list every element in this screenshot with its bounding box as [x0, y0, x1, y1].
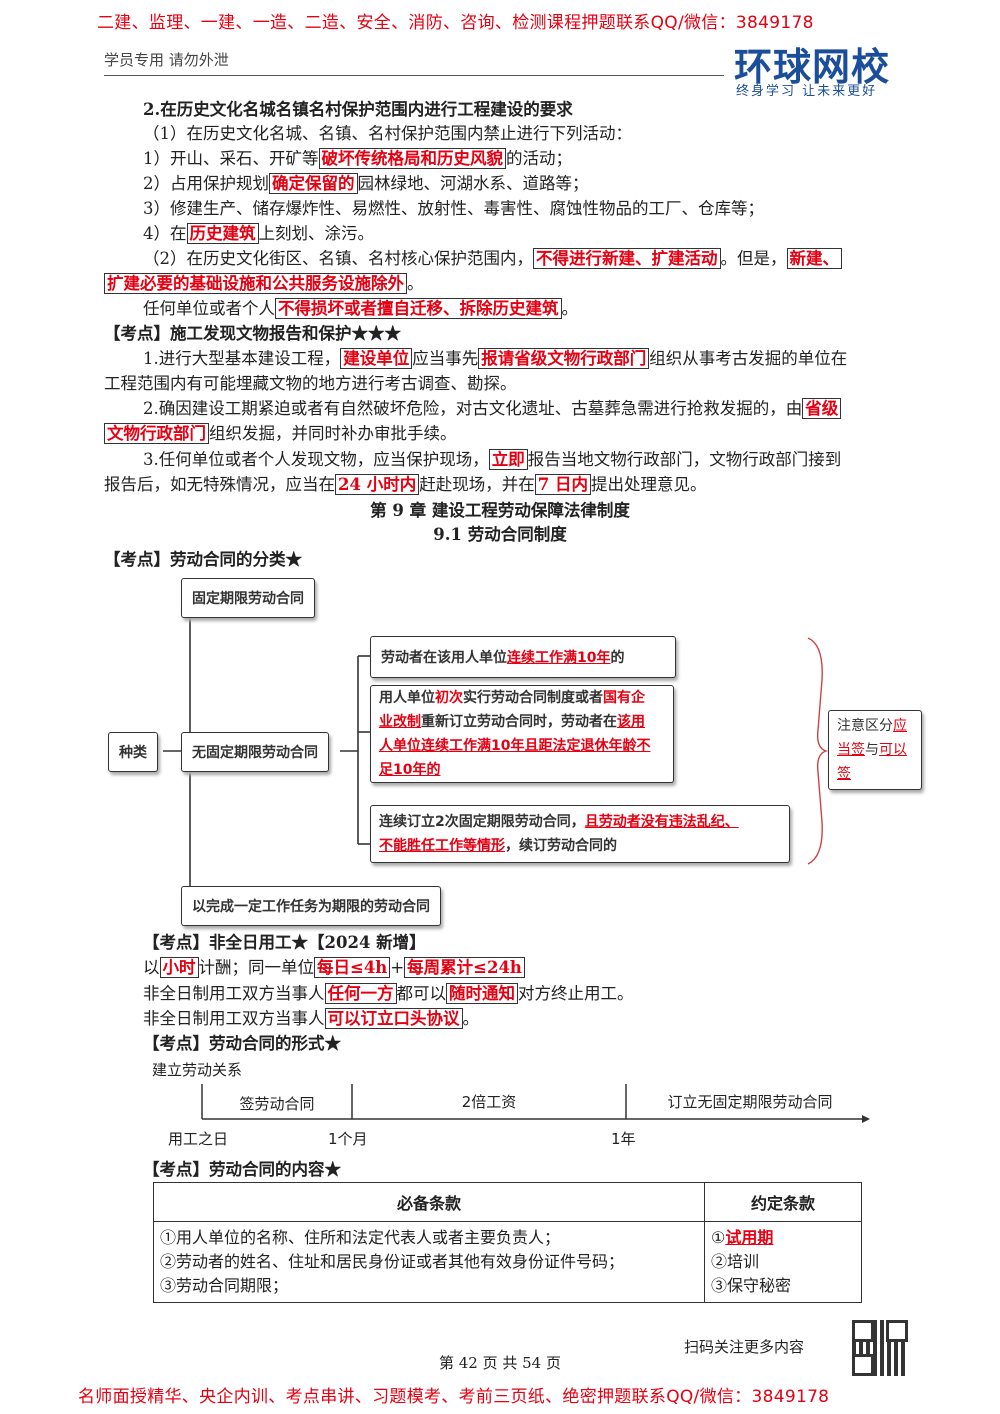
contract-content-table: 必备条款 约定条款 ①用人单位的名称、住所和法定代表人或者主要负责人； ②劳动者…: [153, 1182, 862, 1303]
parttime-l2: 非全日制用工双方当事人任何一方都可以随时通知对方终止用工。: [143, 983, 634, 1004]
mandatory-cell: ①用人单位的名称、住所和法定代表人或者主要负责人； ②劳动者的姓名、住址和居民身…: [153, 1221, 705, 1303]
timeline-seg-sign: 签劳动合同: [239, 1095, 315, 1113]
node-open-ended: 无固定期限劳动合同: [181, 732, 329, 772]
logo-wordmark: 环球网校: [734, 45, 891, 89]
section2-item3: 3）修建生产、储存爆炸性、易燃性、放射性、毒害性、腐蚀性物品的工厂、仓库等；: [143, 199, 764, 218]
timeline-tick-start: 用工之日: [168, 1130, 229, 1148]
node-root: 种类: [108, 732, 158, 772]
chapter-title: 第 9 章 建设工程劳动保障法律制度: [370, 501, 630, 520]
node-task-based: 以完成一定工作任务为期限的劳动合同: [181, 886, 441, 926]
section2-p1: （1）在历史文化名城、名镇、名村保护范围内禁止进行下列活动：: [143, 124, 632, 143]
relics-r1-cont: 工程范围内有可能埋藏文物的地方进行考古调查、勘探。: [104, 374, 517, 393]
node-condition-3: 连续订立2次固定期限劳动合同，且劳动者没有违法乱纪、不能胜任工作等情形，续订劳动…: [370, 805, 790, 863]
logo-slogan: 终身学习 让未来更好: [736, 84, 878, 99]
header-rule: [104, 75, 724, 76]
classification-heading: 【考点】劳动合同的分类★: [104, 550, 302, 569]
optional-3: ③保守秘密: [711, 1276, 792, 1295]
confidential-note: 学员专用 请勿外泄: [104, 51, 229, 69]
timeline-seg-double-wage: 2倍工资: [461, 1093, 517, 1111]
relics-r3: 3.任何单位或者个人发现文物，应当保护现场，立即报告当地文物行政部门，文物行政部…: [143, 449, 842, 470]
node-condition-2: 用人单位初次实行劳动合同制度或者国有企业改制重新订立劳动合同时，劳动者在该用人单…: [370, 685, 674, 783]
mandatory-3: ③劳动合同期限；: [160, 1276, 289, 1295]
section2-item4: 4）在历史建筑上刻划、涂污。: [143, 223, 374, 244]
section2-p2-cont: 扩建必要的基础设施和公共服务设施除外。: [104, 272, 424, 296]
node-fixed-term: 固定期限劳动合同: [181, 578, 315, 618]
mandatory-2: ②劳动者的姓名、住址和居民身份证或者其他有效身份证件号码；: [160, 1252, 625, 1271]
scan-hint: 扫码关注更多内容: [684, 1338, 805, 1356]
section2-p2: （2）在历史文化街区、名镇、名村核心保护范围内，不得进行新建、扩建活动。但是，新…: [143, 247, 842, 271]
timeline-seg-open-ended: 订立无固定期限劳动合同: [667, 1093, 833, 1111]
timeline-tick-1year: 1年: [611, 1130, 636, 1148]
timeline-start-label: 建立劳动关系: [152, 1061, 243, 1079]
section2-p3: 任何单位或者个人不得损坏或者擅自迁移、拆除历史建筑。: [143, 298, 578, 319]
parttime-heading: 【考点】非全日用工★【2024 新增】: [143, 933, 426, 952]
parttime-l3: 非全日制用工双方当事人可以订立口头协议。: [143, 1008, 479, 1029]
qr-code-icon[interactable]: [852, 1320, 908, 1376]
chapter-subtitle: 9.1 劳动合同制度: [433, 525, 567, 544]
node-condition-1: 劳动者在该用人单位连续工作满10年的: [370, 636, 676, 678]
top-banner: 二建、监理、一建、一造、二造、安全、消防、咨询、检测课程押题联系QQ/微信：38…: [97, 13, 814, 33]
section2-item1: 1）开山、采石、开矿等破坏传统格局和历史风貌的活动；: [143, 148, 572, 169]
timeline-tick-1month: 1个月: [328, 1130, 368, 1148]
section2-heading: 2.在历史文化名城名镇名村保护范围内进行工程建设的要求: [143, 100, 573, 119]
page-number: 第 42 页 共 54 页: [438, 1354, 561, 1372]
col-optional: 约定条款: [704, 1182, 862, 1222]
node-note: 注意区分应当签与可以签: [828, 710, 922, 790]
form-heading: 【考点】劳动合同的形式★: [143, 1034, 341, 1053]
relics-r1: 1.进行大型基本建设工程，建设单位应当事先报请省级文物行政部门组织从事考古发掘的…: [143, 348, 848, 369]
content-heading: 【考点】劳动合同的内容★: [143, 1160, 341, 1179]
section2-item2: 2）占用保护规划确定保留的园林绿地、河湖水系、道路等；: [143, 173, 589, 194]
relics-r2: 2.确因建设工期紧迫或者有自然破坏危险，对古文化遗址、古墓葬急需进行抢救发掘的，…: [143, 397, 842, 421]
optional-2: ②培训: [711, 1252, 760, 1271]
relics-r2-cont: 文物行政部门组织发掘，并同时补办审批手续。: [104, 422, 457, 446]
parttime-l1: 以小时计酬；同一单位每日≤4h+每周累计≤24h: [143, 956, 525, 980]
mandatory-1: ①用人单位的名称、住所和法定代表人或者主要负责人；: [160, 1228, 561, 1247]
relics-heading: 【考点】施工发现文物报告和保护★★★: [104, 324, 401, 343]
optional-cell: ①试用期 ②培训 ③保守秘密: [704, 1221, 862, 1303]
col-mandatory: 必备条款: [153, 1182, 705, 1222]
bottom-banner: 名师面授精华、央企内训、考点串讲、习题模考、考前三页纸、绝密押题联系QQ/微信：…: [78, 1387, 830, 1407]
optional-1: ①试用期: [711, 1228, 774, 1247]
